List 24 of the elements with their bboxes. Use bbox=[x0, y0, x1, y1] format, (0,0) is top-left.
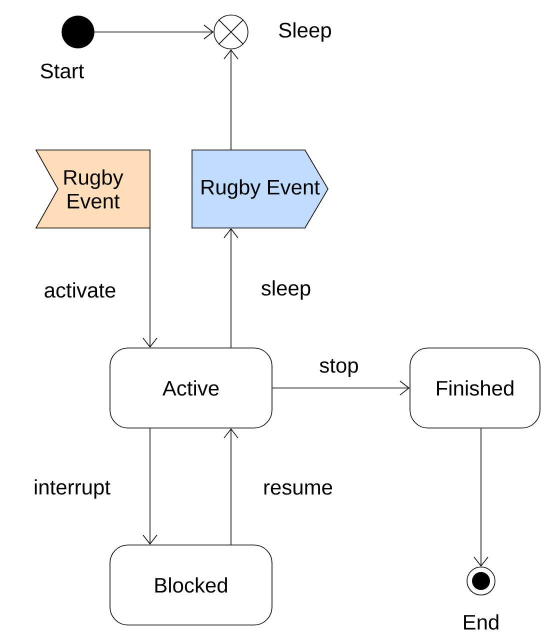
arrow bbox=[272, 380, 410, 396]
arrow bbox=[474, 428, 488, 567]
final-state-node bbox=[466, 566, 496, 596]
edge-label: resume bbox=[262, 482, 334, 496]
node-label: End bbox=[464, 614, 498, 630]
state-box: Finished bbox=[410, 348, 540, 428]
arrow bbox=[142, 428, 158, 545]
state-box: Blocked bbox=[110, 544, 272, 626]
arrow bbox=[224, 228, 238, 348]
arrow bbox=[224, 49, 238, 150]
arrow bbox=[142, 228, 158, 348]
state-box: Active bbox=[110, 348, 272, 428]
flow-final-node bbox=[214, 14, 248, 50]
edge-label: interrupt bbox=[32, 478, 112, 500]
node-label: Start bbox=[40, 64, 84, 78]
send-signal-box: Rugby Event bbox=[192, 150, 328, 228]
edge-label: sleep bbox=[260, 279, 312, 301]
edge-label: stop bbox=[318, 358, 360, 378]
initial-state-dot bbox=[62, 16, 94, 48]
accept-event-box: Rugby Event bbox=[35, 150, 150, 228]
arrow bbox=[224, 428, 238, 545]
edge-label: activate bbox=[42, 281, 118, 299]
arrow bbox=[94, 24, 214, 40]
node-label: Sleep bbox=[279, 22, 331, 42]
